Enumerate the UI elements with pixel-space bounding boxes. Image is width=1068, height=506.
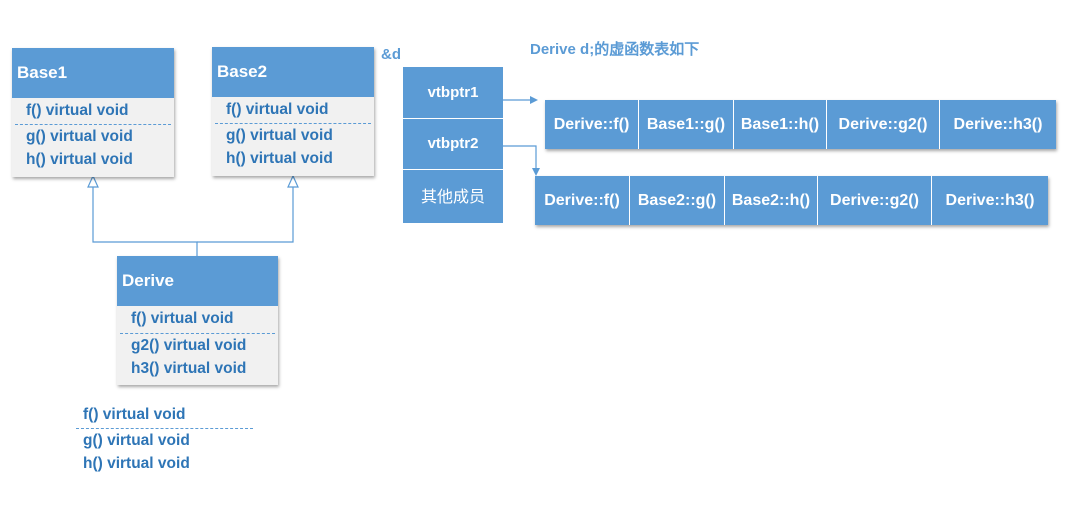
vtable-2-entry: Derive::g2() bbox=[818, 176, 932, 225]
loose-method-h: h() virtual void bbox=[83, 455, 190, 472]
vtbptr1-arrowhead bbox=[530, 96, 538, 104]
method-h: h() virtual void bbox=[226, 150, 333, 167]
vtable-2-entry: Derive::h3() bbox=[945, 191, 1035, 209]
vtable-1: Derive::f() Base1::g() Base1::h() Derive… bbox=[545, 100, 1056, 149]
loose-method-f: f() virtual void bbox=[83, 406, 186, 423]
inheritance-arrowhead-base1 bbox=[87, 174, 99, 188]
method-g: g() virtual void bbox=[226, 127, 333, 144]
vtable-1-entry: Derive::h3() bbox=[953, 115, 1043, 133]
inheritance-arrowhead-base2 bbox=[287, 174, 299, 188]
object-ref-label: &d bbox=[381, 46, 401, 63]
vtable-2-entry: Base2::h() bbox=[725, 176, 818, 225]
method-h3: h3() virtual void bbox=[131, 360, 247, 377]
class-box-base2: Base2 f() virtual void g() virtual void … bbox=[212, 47, 374, 176]
inheritance-line-base1 bbox=[92, 186, 198, 258]
method-g2: g2() virtual void bbox=[131, 337, 247, 354]
vtable-2: Derive::f() Base2::g() Base2::h() Derive… bbox=[535, 176, 1048, 225]
object-cell-vtbptr2: vtbptr2 bbox=[403, 119, 503, 169]
vtable-2-entry: Derive::f() bbox=[535, 176, 630, 225]
loose-method-g: g() virtual void bbox=[83, 432, 190, 449]
method-g: g() virtual void bbox=[26, 128, 133, 145]
vtable-1-entry: Derive::f() bbox=[545, 100, 639, 149]
divider bbox=[215, 123, 371, 124]
method-f: f() virtual void bbox=[26, 102, 129, 119]
method-h: h() virtual void bbox=[26, 151, 133, 168]
class-box-derive: Derive f() virtual void g2() virtual voi… bbox=[117, 256, 278, 385]
loose-divider bbox=[76, 428, 253, 429]
inheritance-line-base2 bbox=[197, 186, 294, 243]
class-title-derive: Derive bbox=[117, 256, 278, 306]
vtable-1-entry: Derive::g2() bbox=[827, 100, 940, 149]
divider bbox=[15, 124, 171, 125]
vtable-2-entry: Base2::g() bbox=[630, 176, 725, 225]
vtable-heading: Derive d;的虚函数表如下 bbox=[530, 41, 700, 58]
object-cell-other-members: 其他成员 bbox=[403, 170, 503, 223]
vtable-1-entry: Base1::h() bbox=[734, 100, 827, 149]
vtbptr2-arrow-line bbox=[503, 145, 537, 170]
vtbptr2-arrowhead bbox=[532, 168, 540, 176]
class-title-base2: Base2 bbox=[212, 47, 374, 97]
class-title-base1: Base1 bbox=[12, 48, 174, 98]
object-cell-vtbptr1: vtbptr1 bbox=[403, 67, 503, 118]
method-f: f() virtual void bbox=[131, 310, 234, 327]
vtable-1-entry: Base1::g() bbox=[639, 100, 734, 149]
divider bbox=[120, 333, 275, 334]
method-f: f() virtual void bbox=[226, 101, 329, 118]
class-box-base1: Base1 f() virtual void g() virtual void … bbox=[12, 48, 174, 177]
